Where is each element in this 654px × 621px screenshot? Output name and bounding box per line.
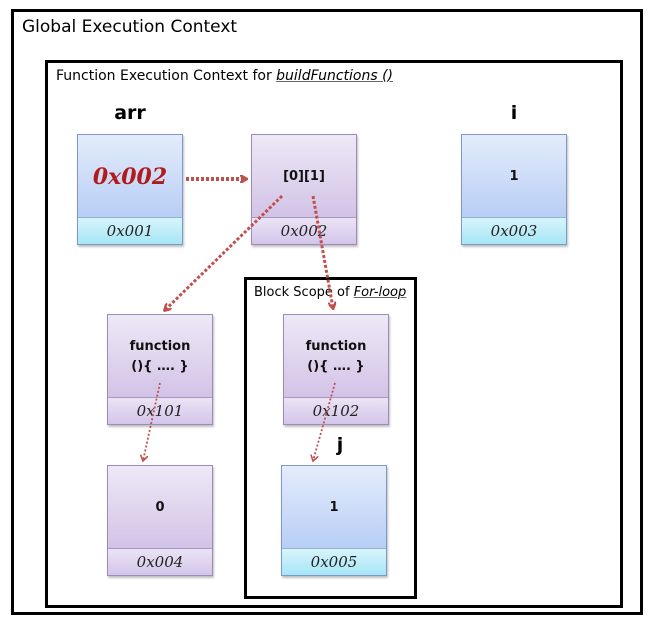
cell-address: 0x005 — [282, 548, 386, 575]
block-scope-title: Block Scope of For-loop — [254, 285, 406, 300]
memory-cell-array: [0][1] 0x002 — [251, 134, 357, 245]
function-name: buildFunctions () — [276, 68, 393, 84]
var-name-j: j — [336, 434, 344, 456]
function-body: (){ …. } — [131, 359, 189, 374]
var-name-arr: arr — [114, 102, 146, 124]
function-execution-context — [45, 60, 623, 608]
memory-cell-j: 1 0x005 — [281, 465, 387, 576]
var-name-i: i — [510, 102, 518, 124]
cell-address: 0x002 — [252, 217, 356, 244]
cell-address: 0x101 — [108, 397, 212, 424]
cell-value: 0x002 — [92, 164, 168, 190]
global-execution-context — [11, 9, 643, 615]
cell-value: function (){ …. } — [284, 315, 388, 399]
cell-value: function (){ …. } — [108, 315, 212, 399]
function-keyword: function — [129, 339, 191, 354]
function-keyword: function — [305, 339, 367, 354]
function-context-title: Function Execution Context for buildFunc… — [56, 68, 393, 84]
cell-value: [0][1] — [283, 169, 325, 184]
cell-address: 0x001 — [78, 217, 182, 244]
block-scope-name: For-loop — [353, 285, 407, 300]
memory-cell-closure-0: 0 0x004 — [107, 465, 213, 576]
cell-value: 1 — [509, 169, 519, 184]
function-body: (){ …. } — [307, 359, 365, 374]
cell-address: 0x102 — [284, 397, 388, 424]
cell-address: 0x004 — [108, 548, 212, 575]
cell-value: 1 — [329, 500, 339, 515]
memory-cell-arr: 0x002 0x001 — [77, 134, 183, 245]
memory-cell-function-0: function (){ …. } 0x101 — [107, 314, 213, 425]
global-context-title: Global Execution Context — [22, 17, 238, 37]
cell-address: 0x003 — [462, 217, 566, 244]
memory-cell-i: 1 0x003 — [461, 134, 567, 245]
cell-value: 0 — [155, 500, 165, 515]
memory-cell-function-1: function (){ …. } 0x102 — [283, 314, 389, 425]
function-context-title-prefix: Function Execution Context for — [56, 68, 277, 84]
block-scope-title-prefix: Block Scope of — [254, 285, 354, 300]
